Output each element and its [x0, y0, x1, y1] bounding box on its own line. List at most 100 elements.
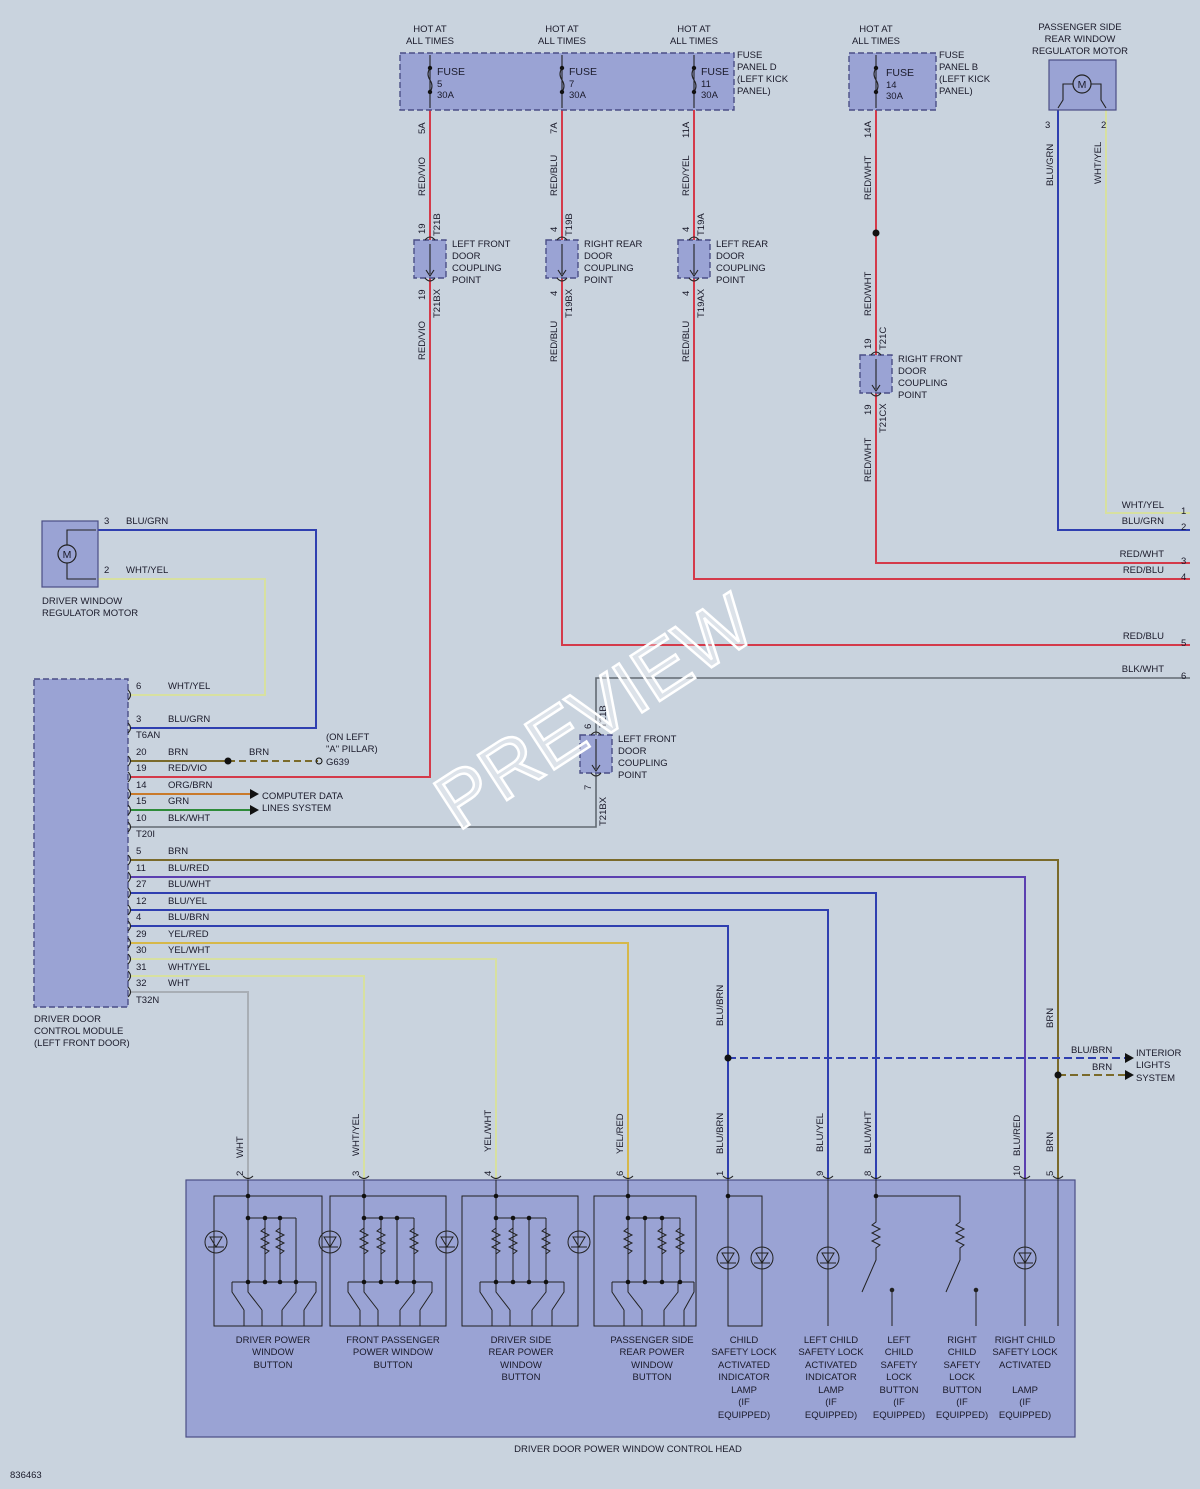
- fuse-number: 14: [886, 80, 897, 91]
- svg-text:BRN: BRN: [1045, 1132, 1056, 1152]
- svg-text:9: 9: [815, 1171, 826, 1176]
- fuse-amperage: 30A: [701, 90, 719, 101]
- coupling-rf-4: POINT: [898, 390, 927, 401]
- panel-b-label-4: PANEL): [939, 86, 973, 97]
- fuse-symbols: [427, 55, 879, 108]
- svg-text:1: 1: [715, 1171, 726, 1176]
- connector-t21b-2: T21B: [598, 705, 609, 728]
- svg-text:BUTTON: BUTTON: [502, 1372, 541, 1383]
- svg-text:31: 31: [136, 962, 147, 973]
- svg-text:BLU/BRN: BLU/BRN: [715, 1113, 726, 1154]
- svg-text:INDICATOR: INDICATOR: [805, 1372, 857, 1383]
- svg-text:ORG/BRN: ORG/BRN: [168, 780, 212, 791]
- svg-text:YEL/WHT: YEL/WHT: [483, 1110, 494, 1152]
- svg-text:BUTTON: BUTTON: [633, 1372, 672, 1383]
- svg-text:BUTTON: BUTTON: [943, 1385, 982, 1396]
- panel-b-label-1: FUSE: [939, 50, 964, 61]
- svg-text:BLU/WHT: BLU/WHT: [168, 879, 211, 890]
- svg-text:WHT: WHT: [235, 1136, 246, 1158]
- pin-label: 4: [549, 291, 560, 296]
- svg-text:WINDOW: WINDOW: [631, 1360, 673, 1371]
- svg-text:BLU/YEL: BLU/YEL: [815, 1113, 826, 1152]
- wire-label-blu-grn: BLU/GRN: [1045, 144, 1056, 186]
- wire-yel-wht-4: [130, 958, 497, 1180]
- svg-text:BLU/YEL: BLU/YEL: [168, 896, 207, 907]
- svg-text:LAMP: LAMP: [818, 1385, 844, 1396]
- svg-text:BLU/RED: BLU/RED: [1012, 1115, 1023, 1156]
- wire-wht-yel-motor: [98, 578, 266, 696]
- svg-text:ACTIVATED: ACTIVATED: [999, 1360, 1051, 1371]
- svg-text:DRIVER POWER: DRIVER POWER: [236, 1335, 311, 1346]
- panel-d-label-1: FUSE: [737, 50, 762, 61]
- output-pin-6: 6: [1181, 671, 1186, 682]
- svg-text:20: 20: [136, 747, 147, 758]
- pillar-label-3: G639: [326, 757, 349, 768]
- svg-text:GRN: GRN: [168, 796, 189, 807]
- coupling-connector-symbols: [424, 236, 882, 777]
- svg-text:(IF: (IF: [1019, 1397, 1031, 1408]
- svg-text:EQUIPPED): EQUIPPED): [936, 1410, 988, 1421]
- fuse-amperage: 30A: [569, 90, 587, 101]
- wire-label-red-vio: RED/VIO: [417, 157, 428, 196]
- fuse-number: 5: [437, 79, 442, 90]
- driver-door-power-window-control-head: [185, 1179, 1076, 1438]
- all-times-label-4: ALL TIMES: [852, 36, 900, 47]
- svg-text:10: 10: [1012, 1165, 1023, 1176]
- fuse-label: FUSE: [437, 66, 465, 78]
- all-times-label-3: ALL TIMES: [670, 36, 718, 47]
- svg-text:REAR POWER: REAR POWER: [489, 1347, 554, 1358]
- svg-text:3: 3: [136, 714, 141, 725]
- svg-text:(IF: (IF: [738, 1397, 750, 1408]
- svg-text:SAFETY LOCK: SAFETY LOCK: [711, 1347, 777, 1358]
- wire-label-brn: BRN: [1092, 1062, 1112, 1073]
- svg-text:BRN: BRN: [168, 747, 188, 758]
- wire-red-blu-4: [693, 110, 1190, 580]
- connector-t21b: T21B: [432, 213, 443, 236]
- svg-text:EQUIPPED): EQUIPPED): [873, 1410, 925, 1421]
- wire-label-red-blu: RED/BLU: [1123, 565, 1164, 576]
- svg-text:10: 10: [136, 813, 147, 824]
- pin-label: 2: [104, 565, 109, 576]
- svg-text:BLU/BRN: BLU/BRN: [715, 985, 726, 1026]
- svg-text:FRONT PASSENGER: FRONT PASSENGER: [346, 1335, 440, 1346]
- wire-blu-wht-8: [130, 892, 877, 1180]
- button-labels: DRIVER POWER WINDOW BUTTON FRONT PASSENG…: [236, 1335, 1059, 1421]
- wire-red-blu-5: [561, 110, 1190, 646]
- passenger-motor-label-2: REAR WINDOW: [1045, 34, 1116, 45]
- svg-text:YEL/RED: YEL/RED: [168, 929, 209, 940]
- svg-text:EQUIPPED): EQUIPPED): [999, 1410, 1051, 1421]
- svg-text:EQUIPPED): EQUIPPED): [805, 1410, 857, 1421]
- pin-label: 4: [549, 227, 560, 232]
- connector-t19b: T19B: [564, 213, 575, 236]
- svg-text:WHT/YEL: WHT/YEL: [351, 1114, 362, 1156]
- hot-label-4: HOT AT: [859, 24, 893, 35]
- control-head-junction-dots: [245, 1193, 879, 1285]
- driver-motor-leads: [66, 529, 96, 580]
- svg-text:RED/VIO: RED/VIO: [168, 763, 207, 774]
- connector-t21cx: T21CX: [878, 403, 889, 433]
- svg-text:BLU/GRN: BLU/GRN: [168, 714, 210, 725]
- coupling-rr-1: RIGHT REAR: [584, 239, 643, 250]
- coupling-rf-1: RIGHT FRONT: [898, 354, 963, 365]
- coupling-lf-1: LEFT FRONT: [452, 239, 511, 250]
- wire-label-red-blu: RED/BLU: [1123, 631, 1164, 642]
- svg-text:BRN: BRN: [168, 846, 188, 857]
- svg-text:PASSENGER SIDE: PASSENGER SIDE: [610, 1335, 693, 1346]
- wire-label-red-wht: RED/WHT: [863, 155, 874, 200]
- interior-label-3: SYSTEM: [1136, 1073, 1175, 1084]
- all-times-label-1: ALL TIMES: [406, 36, 454, 47]
- svg-text:8: 8: [863, 1171, 874, 1176]
- pin-label: 19: [863, 338, 874, 349]
- motor-m-label: M: [63, 549, 72, 561]
- coupling-lf2-3: COUPLING: [618, 758, 668, 769]
- svg-text:(IF: (IF: [825, 1397, 837, 1408]
- wire-label-red-yel: RED/YEL: [681, 155, 692, 196]
- svg-text:CHILD: CHILD: [730, 1335, 759, 1346]
- driver-motor-box: [41, 520, 99, 588]
- svg-text:SAFETY LOCK: SAFETY LOCK: [992, 1347, 1058, 1358]
- svg-text:5: 5: [1045, 1171, 1056, 1176]
- fuse-amperage: 30A: [886, 91, 904, 102]
- svg-text:WHT/YEL: WHT/YEL: [168, 962, 210, 973]
- svg-text:27: 27: [136, 879, 147, 890]
